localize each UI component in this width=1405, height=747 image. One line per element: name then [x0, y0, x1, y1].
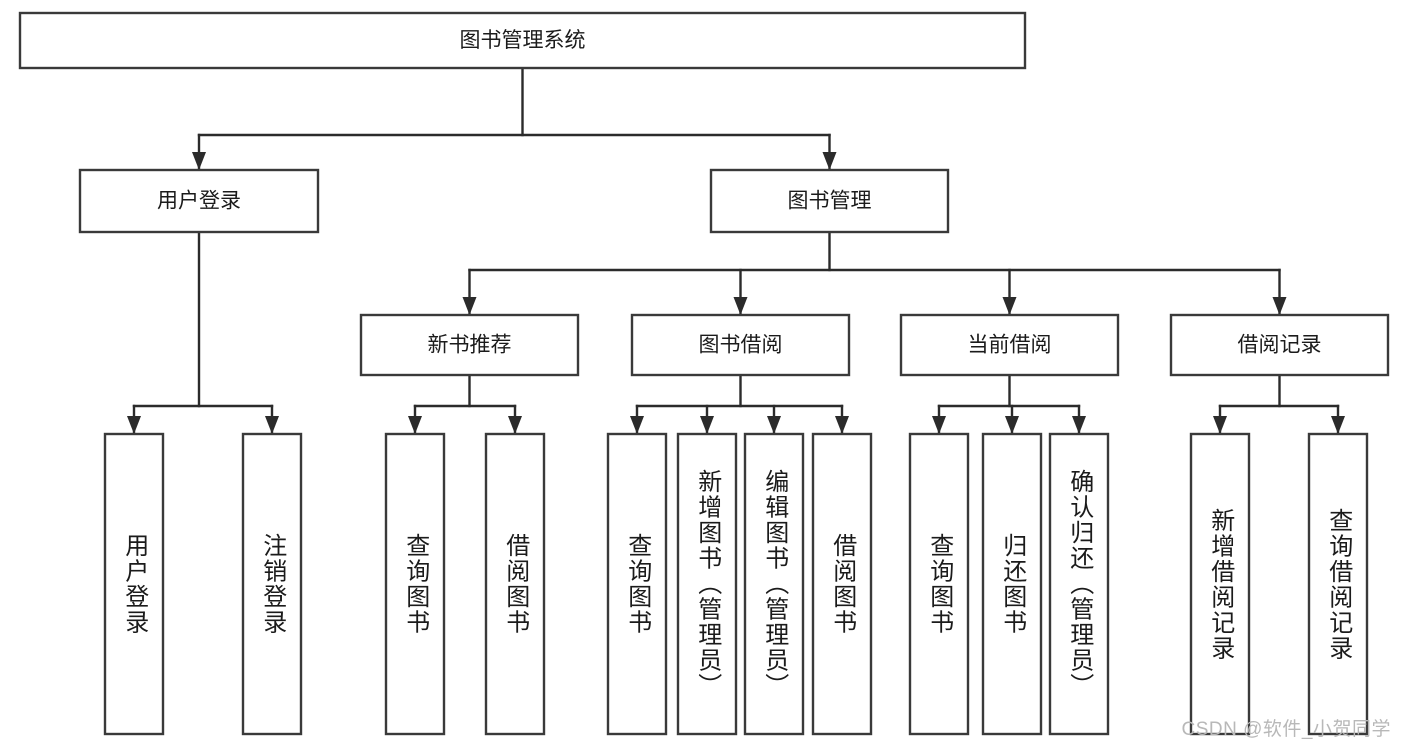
arrow-head-icon-level3-1: [733, 297, 748, 315]
level3-box-0[interactable]: [359, 313, 580, 377]
leaf-box-1[interactable]: [241, 432, 303, 736]
arrow-head-icon-leaf-4-0: [1213, 416, 1227, 434]
arrow-head-icon-level3-3: [1272, 297, 1287, 315]
leaf-box-2[interactable]: [384, 432, 446, 736]
arrow-head-icon-leaf-1-1: [508, 416, 522, 434]
level3-label-1: 图书借阅: [699, 334, 783, 357]
connectors-layer: [127, 66, 1345, 436]
leaf-box-11[interactable]: [1189, 432, 1251, 736]
level3-box-1[interactable]: [630, 313, 851, 377]
level3-box-2[interactable]: [899, 313, 1120, 377]
boxes-layer: [18, 11, 1390, 736]
leaf-box-3[interactable]: [484, 432, 546, 736]
leaf-box-7[interactable]: [811, 432, 873, 736]
root-box-0[interactable]: [18, 11, 1027, 70]
arrow-head-icon-leaf-2-2: [767, 416, 781, 434]
arrow-head-icon-leaf-2-0: [630, 416, 644, 434]
leaf-box-5[interactable]: [676, 432, 738, 736]
level2-label-0: 用户登录: [157, 190, 241, 213]
arrow-head-icon-level2-1: [822, 152, 837, 170]
leaf-box-4[interactable]: [606, 432, 668, 736]
watermark-text: CSDN @软件_小贺同学: [1181, 719, 1391, 740]
arrow-head-icon-level3-2: [1002, 297, 1017, 315]
arrow-head-icon-leaf-2-1: [700, 416, 714, 434]
leaf-box-0[interactable]: [103, 432, 165, 736]
level3-box-3[interactable]: [1169, 313, 1390, 377]
root-label-0: 图书管理系统: [460, 29, 586, 52]
level2-box-0[interactable]: [78, 168, 320, 234]
arrow-head-icon-leaf-3-0: [932, 416, 946, 434]
arrow-head-icon-leaf-3-1: [1005, 416, 1019, 434]
arrow-head-icon-leaf-4-1: [1331, 416, 1345, 434]
arrow-head-icon-level3-0: [462, 297, 477, 315]
level3-label-0: 新书推荐: [428, 334, 512, 357]
arrow-head-icon-leaf-0-0: [127, 416, 141, 434]
arrow-head-icon-leaf-0-1: [265, 416, 279, 434]
leaf-box-6[interactable]: [743, 432, 805, 736]
arrow-head-icon-level2-0: [192, 152, 206, 170]
level3-label-2: 当前借阅: [968, 334, 1052, 357]
leaf-box-8[interactable]: [908, 432, 970, 736]
arrow-head-icon-leaf-2-3: [835, 416, 849, 434]
leaf-box-12[interactable]: [1307, 432, 1369, 736]
leaf-box-10[interactable]: [1048, 432, 1110, 736]
level2-label-1: 图书管理: [788, 190, 872, 213]
level2-box-1[interactable]: [709, 168, 950, 234]
arrow-head-icon-leaf-1-0: [408, 416, 422, 434]
arrow-head-icon-leaf-3-2: [1072, 416, 1086, 434]
leaf-box-9[interactable]: [981, 432, 1043, 736]
level3-label-3: 借阅记录: [1238, 334, 1322, 357]
